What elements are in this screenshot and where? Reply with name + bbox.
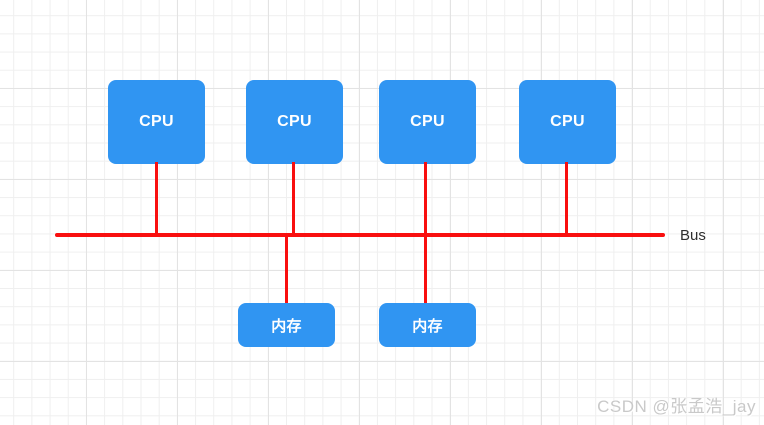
memory-node-1: 内存 (238, 303, 335, 347)
bus-line (55, 233, 665, 237)
cpu-node-4: CPU (519, 80, 616, 164)
memory2-bus-connector (424, 235, 427, 303)
cpu3-bus-connector (424, 162, 427, 235)
bus-label: Bus (680, 227, 706, 244)
memory-node-2: 内存 (379, 303, 476, 347)
cpu-node-1: CPU (108, 80, 205, 164)
cpu1-bus-connector (155, 162, 158, 235)
cpu4-bus-connector (565, 162, 568, 235)
cpu-node-3: CPU (379, 80, 476, 164)
memory1-bus-connector (285, 235, 288, 303)
cpu2-bus-connector (292, 162, 295, 235)
cpu-node-2: CPU (246, 80, 343, 164)
csdn-watermark: CSDN @张孟浩_jay (597, 397, 756, 416)
